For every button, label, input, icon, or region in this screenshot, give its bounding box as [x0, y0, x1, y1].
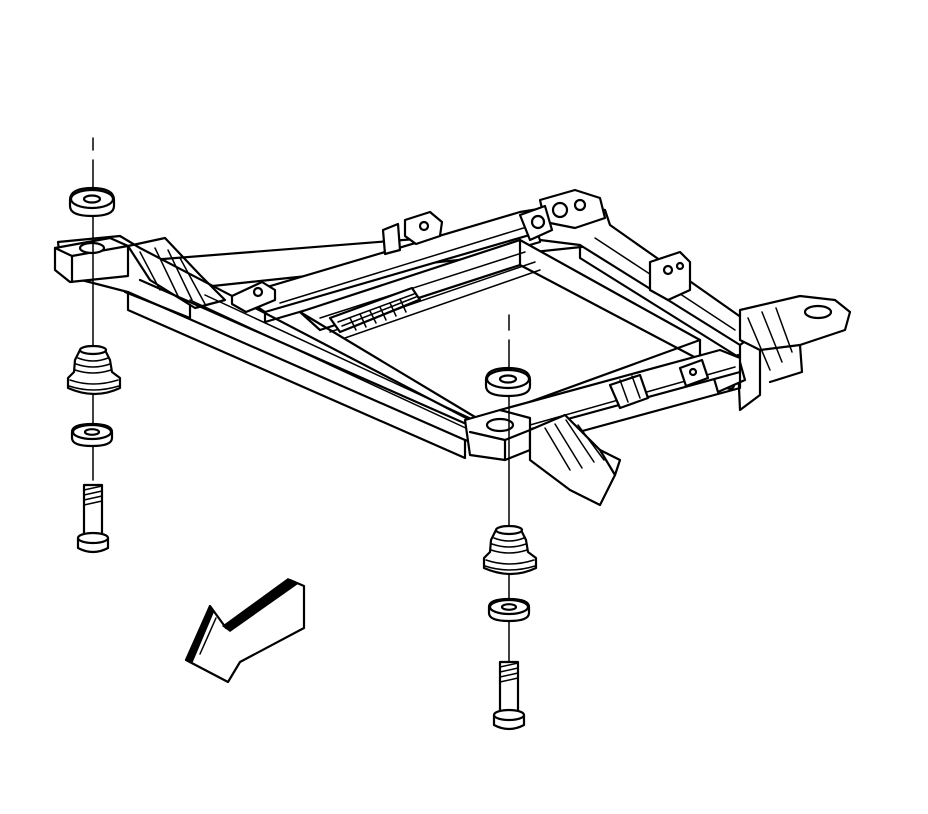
cradle-frame — [53, 188, 852, 507]
center-lower-washer — [487, 597, 531, 623]
center-retaining-bolt — [492, 660, 526, 731]
left-mount-insulator — [66, 344, 122, 396]
center-mount-assembly — [482, 314, 538, 731]
center-upper-insulator-washer — [484, 366, 532, 398]
left-upper-insulator-washer — [68, 186, 116, 218]
cradle-vent-grille — [328, 286, 422, 334]
left-retaining-bolt — [76, 483, 110, 554]
left-mount-assembly — [66, 137, 122, 554]
front-of-vehicle-arrow-icon — [184, 578, 306, 684]
center-mount-insulator — [482, 524, 538, 576]
left-lower-washer — [70, 422, 114, 448]
